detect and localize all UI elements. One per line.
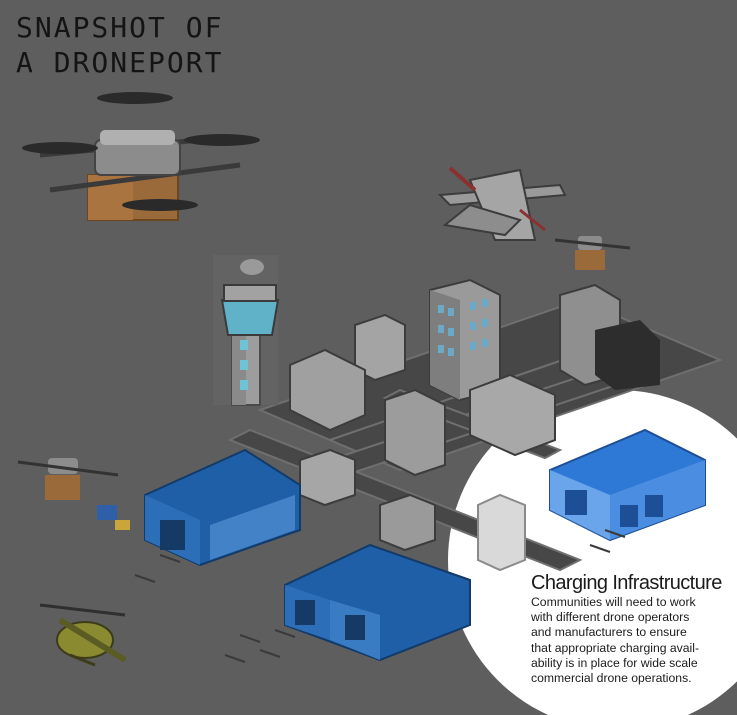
callout-line: commercial drone operations. xyxy=(531,671,692,686)
quadcopter-drone-icon xyxy=(22,92,260,221)
quadcopter-drone-icon xyxy=(17,458,119,500)
quadcopter-drone-icon xyxy=(554,236,631,270)
parked-drones xyxy=(134,529,626,663)
callout-line: with different drone operators xyxy=(531,610,690,625)
title-line-1: SNAPSHOT OF xyxy=(16,11,224,44)
callout-line: ability is in place for wide scale xyxy=(531,655,698,670)
airplane-icon xyxy=(437,166,567,241)
callout-heading: Charging Infrastructure xyxy=(531,572,722,594)
hangar-row xyxy=(284,543,471,662)
helicopter-icon xyxy=(39,603,127,667)
page-title: SNAPSHOT OF A DRONEPORT xyxy=(16,10,223,80)
callout-line: Communities will need to work xyxy=(531,595,696,609)
city-buildings xyxy=(289,283,660,552)
charging-station-building xyxy=(477,428,706,572)
charging-infrastructure-callout: Charging Infrastructure Communities will… xyxy=(531,572,737,686)
forklift-icon xyxy=(97,505,130,530)
office-tower xyxy=(429,278,501,402)
control-tower-icon xyxy=(213,255,280,406)
callout-line: and manufacturers to ensure xyxy=(531,625,687,640)
hangar-building xyxy=(144,448,301,567)
callout-body: Communities will need to work with diffe… xyxy=(531,595,737,686)
callout-line: that appropriate charging avail- xyxy=(531,640,700,655)
title-line-2: A DRONEPORT xyxy=(16,46,224,79)
